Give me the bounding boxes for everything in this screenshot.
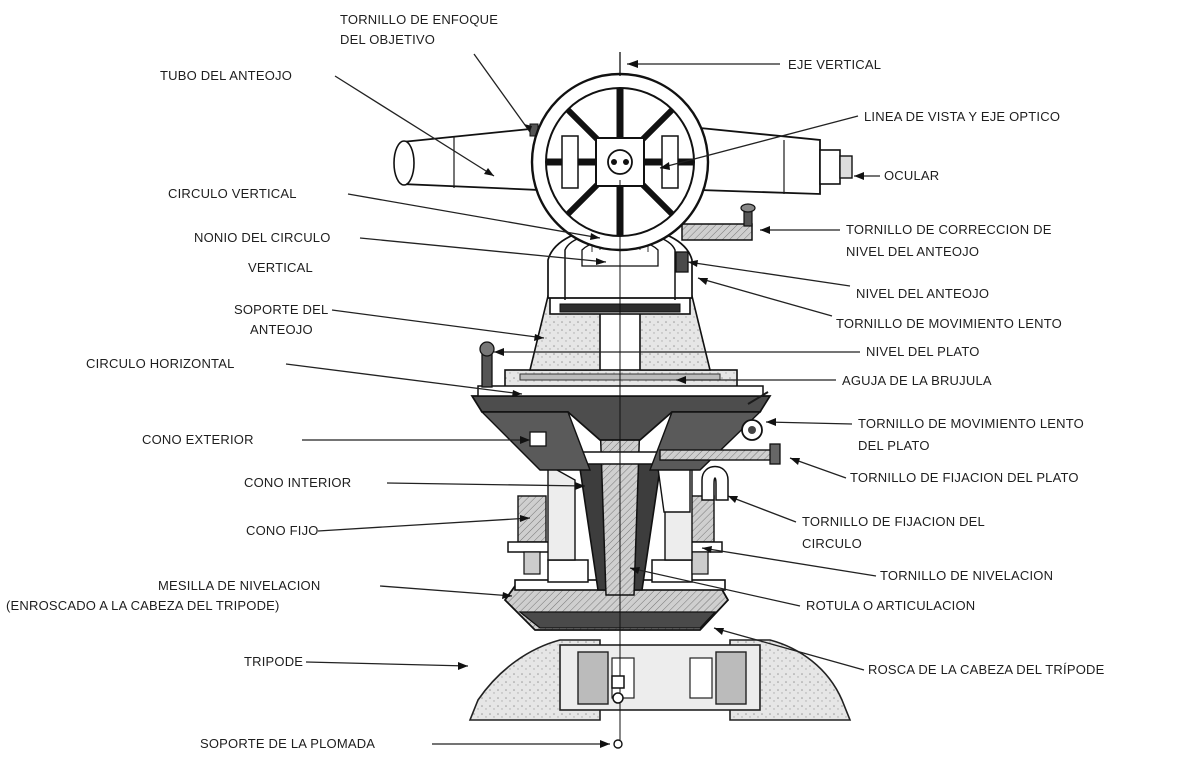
label-cono-exterior: CONO EXTERIOR <box>142 432 254 447</box>
label-soporte-anteojo-2: ANTEOJO <box>250 322 313 337</box>
label-nivel-plato: NIVEL DEL PLATO <box>866 344 980 359</box>
label-cono-fijo: CONO FIJO <box>246 523 319 538</box>
tripod-drawing <box>468 639 852 721</box>
label-nivel-anteojo: NIVEL DEL ANTEOJO <box>856 286 989 301</box>
label-tornillo-enfoque-2: DEL OBJETIVO <box>340 32 435 47</box>
label-tripode: TRIPODE <box>244 654 303 669</box>
label-mesilla-2: (ENROSCADO A LA CABEZA DEL TRIPODE) <box>6 598 280 613</box>
theodolite-illustration <box>393 52 853 749</box>
label-rotula: ROTULA O ARTICULACION <box>806 598 975 613</box>
label-tornillo-correccion-2: NIVEL DEL ANTEOJO <box>846 244 979 259</box>
label-tornillo-mov-lento: TORNILLO DE MOVIMIENTO LENTO <box>836 316 1062 331</box>
label-ocular: OCULAR <box>884 168 939 183</box>
label-tubo-anteojo: TUBO DEL ANTEOJO <box>160 68 292 83</box>
label-soporte-plomada: SOPORTE DE LA PLOMADA <box>200 736 375 751</box>
callout-labels: TORNILLO DE ENFOQUE DEL OBJETIVO EJE VER… <box>6 12 1105 751</box>
label-tornillo-fijacion-plato: TORNILLO DE FIJACION DEL PLATO <box>850 470 1079 485</box>
leader-lines <box>285 53 880 748</box>
label-soporte-anteojo-1: SOPORTE DEL <box>234 302 328 317</box>
label-linea-vista: LINEA DE VISTA Y EJE OPTICO <box>864 109 1060 124</box>
label-circulo-horizontal: CIRCULO HORIZONTAL <box>86 356 235 371</box>
plate-screws-drawing <box>659 391 781 465</box>
label-eje-vertical: EJE VERTICAL <box>788 57 881 72</box>
label-rosca: ROSCA DE LA CABEZA DEL TRÍPODE <box>868 662 1105 677</box>
label-tornillo-nivelacion: TORNILLO DE NIVELACION <box>880 568 1053 583</box>
telescope-level-drawing <box>675 203 756 273</box>
label-tornillo-correccion-1: TORNILLO DE CORRECCION DE <box>846 222 1052 237</box>
vertical-axis-drawing <box>611 52 625 749</box>
vertical-circle-drawing <box>530 72 710 252</box>
label-aguja-brujula: AGUJA DE LA BRUJULA <box>842 373 992 388</box>
label-circulo-vertical: CIRCULO VERTICAL <box>168 186 297 201</box>
label-cono-interior: CONO INTERIOR <box>244 475 351 490</box>
label-tornillo-mov-lento-plato-2: DEL PLATO <box>858 438 930 453</box>
label-mesilla-1: MESILLA DE NIVELACION <box>158 578 320 593</box>
label-tornillo-mov-lento-plato-1: TORNILLO DE MOVIMIENTO LENTO <box>858 416 1084 431</box>
label-nonio-1: NONIO DEL CIRCULO <box>194 230 331 245</box>
label-tornillo-fijacion-circulo-1: TORNILLO DE FIJACION DEL <box>802 514 985 529</box>
label-tornillo-fijacion-circulo-2: CIRCULO <box>802 536 862 551</box>
label-nonio-2: VERTICAL <box>248 260 313 275</box>
label-tornillo-enfoque-1: TORNILLO DE ENFOQUE <box>340 12 498 27</box>
